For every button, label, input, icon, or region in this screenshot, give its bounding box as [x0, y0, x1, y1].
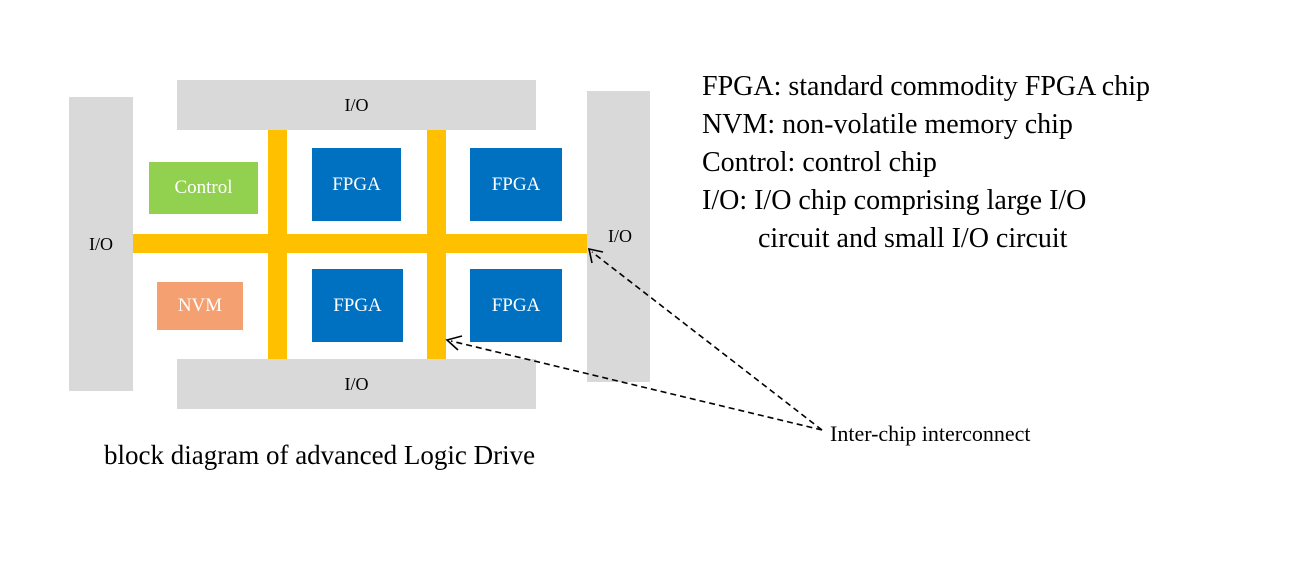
interconnect-vertical-bus-left	[268, 130, 287, 359]
fpga-chip-label: FPGA	[332, 173, 381, 195]
fpga-chip-label: FPGA	[491, 173, 541, 195]
io-chip-left: I/O	[69, 97, 133, 391]
legend-line-fpga: FPGA: standard commodity FPGA chip	[702, 71, 1151, 102]
fpga-chip-label: FPGA	[491, 294, 541, 316]
legend-line-io: I/O: I/O chip comprising large I/O	[702, 185, 1087, 216]
io-chip-left-label: I/O	[89, 233, 113, 254]
legend-line-io-continued: circuit and small I/O circuit	[758, 223, 1068, 254]
interconnect-horizontal-bus	[133, 234, 587, 253]
legend: FPGA: standard commodity FPGA chip NVM: …	[702, 68, 1150, 258]
fpga-chip-top-right: FPGA	[470, 148, 562, 221]
diagram-caption: block diagram of advanced Logic Drive	[104, 440, 536, 470]
nvm-chip-label: NVM	[177, 295, 223, 316]
io-chip-top: I/O	[177, 80, 536, 130]
io-chip-right-label: I/O	[608, 226, 632, 246]
pointer-arrow-to-horizontal-bus	[591, 251, 823, 431]
interconnect-pointer-label: Inter-chip interconnect	[830, 421, 1031, 446]
pointer-arrow-to-vertical-bus	[450, 340, 823, 431]
control-chip: Control	[149, 162, 258, 214]
fpga-chip-label: FPGA	[333, 294, 382, 316]
io-chip-top-label: I/O	[344, 94, 369, 115]
nvm-chip: NVM	[157, 282, 243, 330]
fpga-chip-bottom-right: FPGA	[470, 269, 562, 342]
io-chip-bottom-label: I/O	[344, 373, 369, 394]
fpga-chip-top-left: FPGA	[312, 148, 401, 221]
io-chip-right: I/O	[587, 91, 650, 382]
control-chip-label: Control	[174, 177, 233, 198]
arrowhead-vertical-bus	[445, 335, 463, 351]
io-chip-bottom: I/O	[177, 359, 536, 409]
interconnect-vertical-bus-right	[427, 130, 446, 359]
legend-line-nvm: NVM: non-volatile memory chip	[702, 109, 1073, 140]
arrowhead-horizontal-bus	[587, 247, 604, 264]
fpga-chip-bottom-left: FPGA	[312, 269, 403, 342]
legend-line-control: Control: control chip	[702, 147, 937, 178]
